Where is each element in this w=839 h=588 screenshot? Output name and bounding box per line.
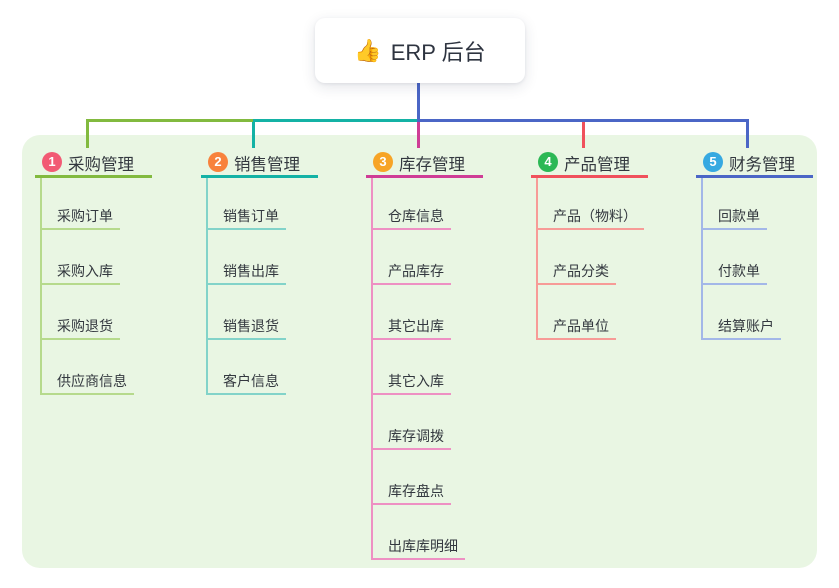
branch-4-stem [536, 178, 538, 340]
branch-1-badge: 1 [42, 152, 62, 172]
connector-drop-branch-3 [417, 119, 420, 148]
branch-5-item[interactable]: 付款单 [701, 259, 767, 285]
branch-1-item[interactable]: 采购订单 [40, 204, 120, 230]
branches-panel [22, 135, 817, 568]
branch-2-item[interactable]: 销售订单 [206, 204, 286, 230]
branch-5-item[interactable]: 结算账户 [701, 314, 781, 340]
branch-5-title[interactable]: 财务管理 [729, 156, 795, 174]
branch-3-badge: 3 [373, 152, 393, 172]
branch-4-title[interactable]: 产品管理 [564, 156, 630, 174]
branch-1-underline [35, 175, 152, 178]
branch-2-item[interactable]: 客户信息 [206, 369, 286, 395]
branch-1-item[interactable]: 采购入库 [40, 259, 120, 285]
branch-2-underline [201, 175, 318, 178]
branch-2-item[interactable]: 销售退货 [206, 314, 286, 340]
branch-4-item[interactable]: 产品单位 [536, 314, 616, 340]
branch-3-item[interactable]: 出库库明细 [371, 534, 465, 560]
branch-5-item[interactable]: 回款单 [701, 204, 767, 230]
branch-3-item[interactable]: 库存盘点 [371, 479, 451, 505]
connector-bus-mid [253, 119, 420, 122]
branch-5-stem [701, 178, 703, 340]
branch-1-item[interactable]: 供应商信息 [40, 369, 134, 395]
branch-3-stem [371, 178, 373, 560]
branch-3-item[interactable]: 产品库存 [371, 259, 451, 285]
branch-3-item[interactable]: 仓库信息 [371, 204, 451, 230]
root-title: ERP 后台 [390, 39, 486, 65]
branch-3-item[interactable]: 其它出库 [371, 314, 451, 340]
connector-drop-branch-5 [746, 119, 749, 148]
branch-3-item[interactable]: 其它入库 [371, 369, 451, 395]
connector-bus-left [87, 119, 255, 122]
branch-1-item[interactable]: 采购退货 [40, 314, 120, 340]
branch-2-item[interactable]: 销售出库 [206, 259, 286, 285]
branch-4-badge: 4 [538, 152, 558, 172]
branch-1-title[interactable]: 采购管理 [68, 156, 134, 174]
branch-3-title[interactable]: 库存管理 [399, 156, 465, 174]
connector-drop-branch-1 [86, 119, 89, 148]
connector-root [417, 83, 420, 122]
branch-5-badge: 5 [703, 152, 723, 172]
branch-5-underline [696, 175, 813, 178]
branch-2-badge: 2 [208, 152, 228, 172]
root-node[interactable]: 👍 ERP 后台 [315, 18, 525, 83]
branch-1-stem [40, 178, 42, 395]
branch-2-title[interactable]: 销售管理 [234, 156, 300, 174]
thumbs-up-icon: 👍 [354, 37, 382, 63]
connector-drop-branch-2 [252, 119, 255, 148]
branch-3-item[interactable]: 库存调拨 [371, 424, 451, 450]
connector-bus-right [417, 119, 749, 122]
branch-2-stem [206, 178, 208, 395]
connector-drop-branch-4 [582, 119, 585, 148]
branch-4-item[interactable]: 产品（物料） [536, 204, 644, 230]
branch-4-item[interactable]: 产品分类 [536, 259, 616, 285]
branch-4-underline [531, 175, 648, 178]
branch-3-underline [366, 175, 483, 178]
